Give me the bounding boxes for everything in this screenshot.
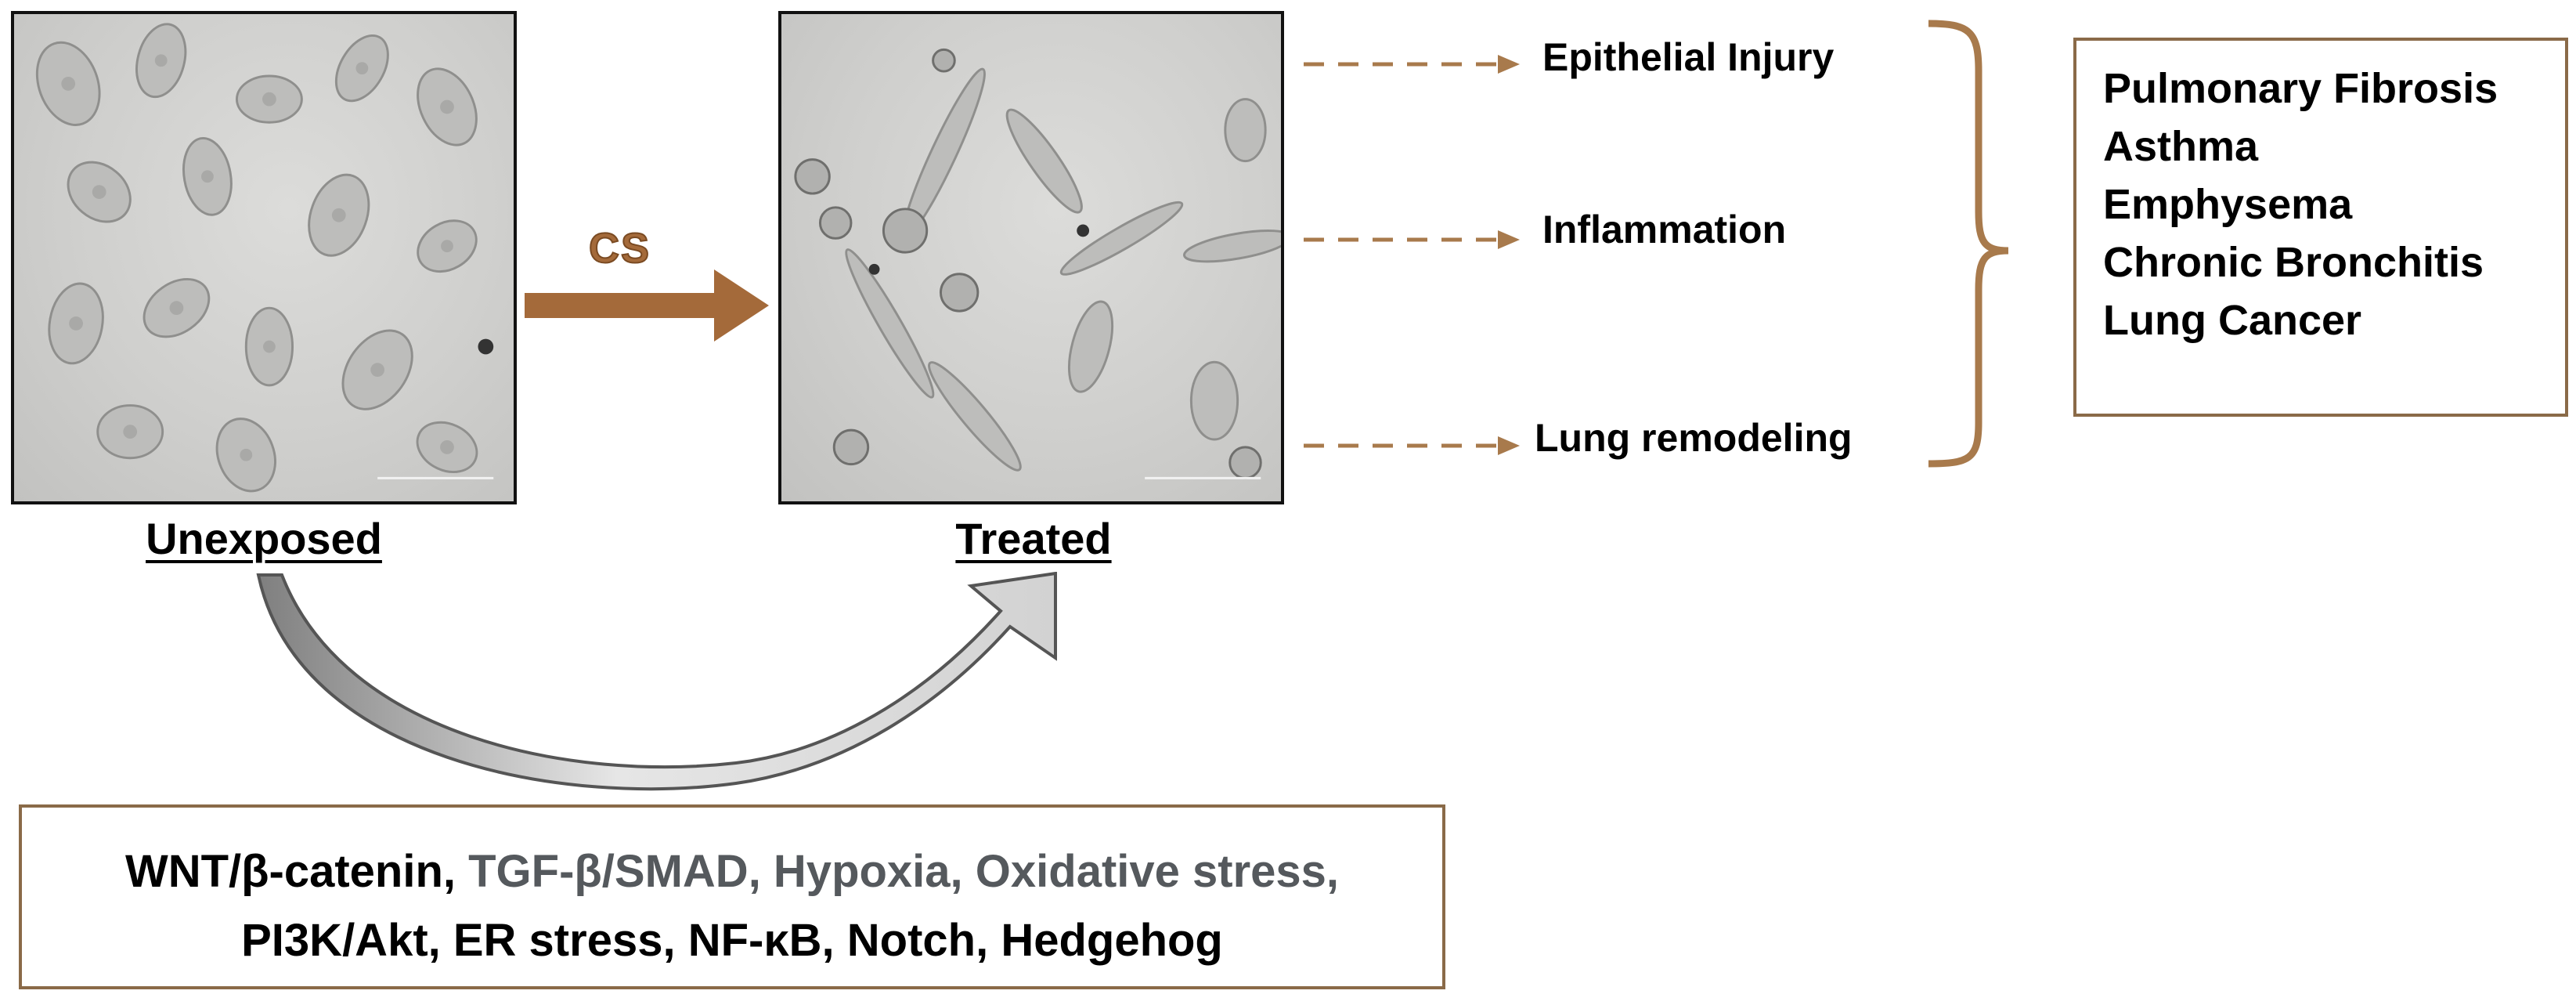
treated-cells <box>794 48 1281 479</box>
disease-item: Pulmonary Fibrosis <box>2103 65 2498 112</box>
exposure-label: CS <box>588 224 651 273</box>
dashed-arrow-epithelial <box>1304 55 1520 74</box>
pathway-text-dark: WNT/β-catenin, <box>124 846 469 897</box>
dashed-arrow-remodeling <box>1304 436 1520 455</box>
grouping-brace <box>1928 20 2009 468</box>
pathway-text-grey: TGF-β/SMAD, Hypoxia, Oxidative stress, <box>468 846 1340 897</box>
treated-micrograph <box>778 11 1284 504</box>
pathway-line-2: PI3K/Akt, ER stress, NF-κB, Notch, Hedge… <box>22 906 1442 975</box>
pathway-text-dark: PI3K/Akt, ER stress, NF-κB, Notch, Hedge… <box>241 915 1223 966</box>
disease-item: Chronic Bronchitis <box>2103 239 2484 286</box>
unexposed-micrograph <box>11 11 517 504</box>
disease-list-box: Pulmonary Fibrosis Asthma Emphysema Chro… <box>2073 38 2568 417</box>
dashed-arrow-inflammation <box>1304 230 1520 249</box>
treated-caption: Treated <box>955 514 1112 563</box>
pathway-box: WNT/β-catenin, TGF-β/SMAD, Hypoxia, Oxid… <box>19 804 1445 989</box>
pathway-line-1: WNT/β-catenin, TGF-β/SMAD, Hypoxia, Oxid… <box>22 837 1442 906</box>
disease-item: Emphysema <box>2103 181 2353 228</box>
unexposed-cells <box>35 23 494 493</box>
exposure-arrow <box>525 269 769 342</box>
pathway-curve-arrow <box>256 572 1057 791</box>
effect-inflammation: Inflammation <box>1542 208 1787 251</box>
effect-lung-remodeling: Lung remodeling <box>1535 416 1853 460</box>
unexposed-caption: Unexposed <box>146 514 382 563</box>
disease-item: Lung Cancer <box>2103 297 2362 344</box>
effect-epithelial-injury: Epithelial Injury <box>1542 35 1835 79</box>
disease-item: Asthma <box>2103 123 2259 170</box>
